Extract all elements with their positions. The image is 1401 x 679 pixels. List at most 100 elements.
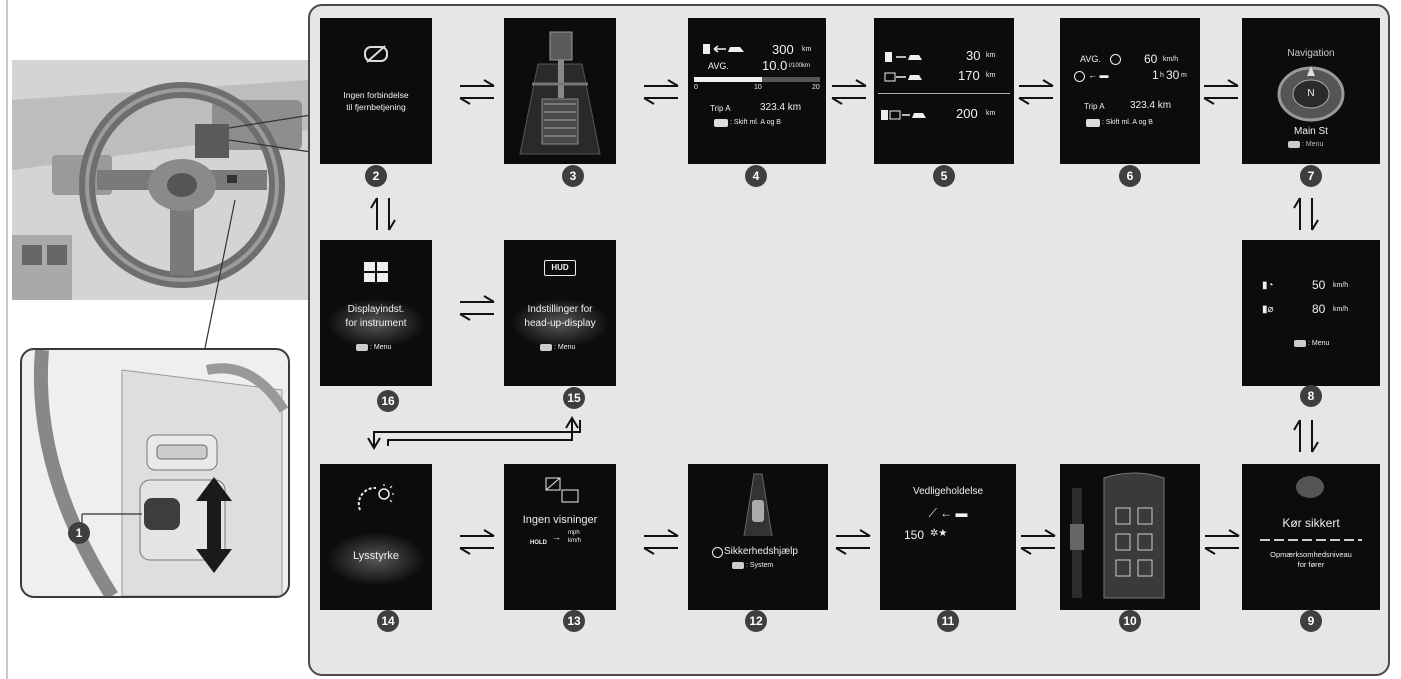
arrow-2-16 (370, 197, 396, 231)
arrow-12-11 (835, 529, 871, 555)
screen-line: head-up-display (524, 318, 596, 329)
arrow-4-5 (831, 79, 867, 105)
instrument-settings-icon (364, 262, 388, 282)
screen-trip-a: 300 km AVG. 10.0 l/100km 0 10 20 Trip A … (688, 18, 826, 164)
no-connection-icon (364, 45, 388, 63)
engine-flow-graphic (519, 31, 601, 155)
arrow-right-icon: → (552, 532, 561, 542)
seatbelt-graphic (1070, 472, 1165, 599)
screen-number: 4 (745, 165, 767, 187)
screen-hint: : System (746, 562, 774, 569)
street-name: Main St (1294, 126, 1328, 137)
screen-speed-limit: ▮◔ 50 km/h ▮⌀ 80 km/h : Menu (1242, 240, 1380, 386)
switch-icon (1086, 119, 1100, 127)
screen-hint: : Skift ml. A og B (1102, 119, 1153, 126)
maintenance-value: 150 (904, 528, 925, 542)
arrow-car-icon: ← ▬ (1088, 70, 1109, 80)
screen-trip-time: AVG. 60 km/h ← ▬ 1 h 30 m Trip A 323.4 k… (1060, 18, 1200, 164)
screen-label: Sikkerhedshjælp (724, 546, 798, 557)
distance-icon: ✲★ (930, 528, 948, 539)
speed-unit: km/h (1333, 306, 1349, 313)
range-unit: km (802, 46, 812, 53)
arrow-6-7 (1203, 79, 1239, 105)
compass-heading: N (1307, 88, 1315, 99)
range-unit: km (986, 72, 996, 79)
screen-line: til fjernbetjening (346, 102, 406, 112)
screen-line: Opmærksomhedsniveau (1270, 550, 1352, 559)
screen-number: 6 (1119, 165, 1141, 187)
screen-seatbelt (1060, 464, 1200, 610)
unit-label: mph (568, 530, 580, 536)
switch-icon (540, 344, 552, 351)
screen-number: 9 (1300, 610, 1322, 632)
clock-icon (1074, 71, 1085, 82)
screen-hint: : Skift ml. A og B (730, 119, 781, 126)
callout-line (229, 114, 312, 153)
screen-number: 7 (1300, 165, 1322, 187)
attention-level-bar (1260, 539, 1362, 541)
trip-value: 323.4 km (1130, 100, 1172, 111)
unit-switch-icon (545, 477, 579, 503)
speed-unit: km/h (1333, 282, 1349, 289)
compass-icon (1277, 66, 1345, 122)
wrench-car-icon: ⟋ ← ▬ (928, 506, 968, 520)
speed-unit: km/h (1163, 56, 1179, 63)
screen-title: Navigation (1287, 48, 1335, 59)
screen-number: 16 (377, 390, 399, 412)
screen-number: 13 (563, 610, 585, 632)
consumption-bar-fill (694, 77, 763, 82)
avg-label: AVG. (1080, 54, 1101, 64)
vehicle-top-icon (743, 473, 773, 537)
screen-brightness: Lysstyrke (320, 464, 432, 610)
switch-icon (1294, 340, 1306, 347)
arrow-14-15 (387, 416, 579, 446)
coffee-icon (1296, 476, 1324, 498)
fuel-range-icon (703, 44, 744, 54)
scale-tick: 0 (694, 84, 698, 91)
screen-line: Indstillinger for (527, 304, 593, 315)
switch-icon (714, 119, 728, 127)
scale-tick: 20 (812, 84, 820, 91)
total-range-icon (881, 110, 926, 120)
screen-no-display: Ingen visninger HOLD → mph km/h (504, 464, 616, 610)
steering-zoom-panel: 1 (20, 348, 290, 598)
range-value: 30 (966, 48, 981, 63)
arrow-11-10 (1020, 529, 1056, 555)
screen-number: 10 (1119, 610, 1141, 632)
zoom-leader-line (204, 200, 236, 349)
screen-title: Vedligeholdelse (912, 486, 984, 497)
screen-drive-system (504, 18, 616, 164)
screen-navigation: Navigation N Main St : Menu (1242, 18, 1380, 164)
screen-ev-range: 30 km 170 km 200 km (874, 18, 1014, 164)
screen-line: Ingen forbindelse (343, 90, 409, 100)
screen-number: 2 (365, 165, 387, 187)
fuel-range-icon (885, 52, 922, 62)
screen-number: 12 (745, 610, 767, 632)
screen-glow (326, 532, 426, 586)
screen-number: 5 (933, 165, 955, 187)
arrow-10-9 (1204, 529, 1240, 555)
screen-glow (326, 298, 426, 348)
hold-label: HOLD (530, 540, 547, 546)
speed-limit-off-icon: ▮⌀ (1262, 304, 1274, 315)
screen-number: 8 (1300, 385, 1322, 407)
trip-value: 323.4 km (760, 102, 802, 113)
arrow-15-14 (367, 420, 581, 450)
screen-no-remote: Ingen forbindelse til fjernbetjening (320, 18, 432, 164)
screen-glow (510, 298, 610, 348)
speedometer-icon (1110, 54, 1121, 65)
screen-line: Displayindst. (347, 304, 405, 315)
screen-hint: : Menu (554, 344, 576, 351)
arrow-14-13 (459, 529, 495, 555)
screen-maintenance: Vedligeholdelse ⟋ ← ▬ 150 ✲★ (880, 464, 1016, 610)
speed-value: 80 (1312, 302, 1326, 316)
time-minutes: 30 (1166, 68, 1180, 82)
dashboard-illustration (12, 60, 308, 300)
arrow-8-9 (1293, 419, 1319, 453)
arrow-3-4 (643, 79, 679, 105)
display-highlight (195, 124, 229, 158)
display-sequence-panel (308, 4, 1390, 676)
screen-label: Lysstyrke (352, 550, 400, 562)
page-margin-rule (6, 0, 8, 679)
